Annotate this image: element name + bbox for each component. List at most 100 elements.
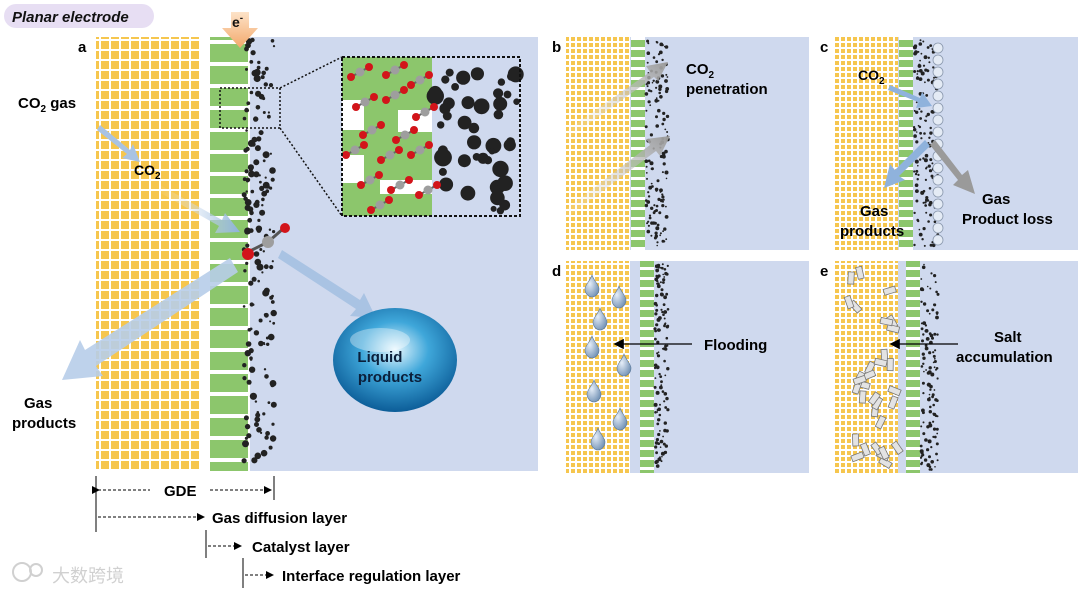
particle-dot [245, 146, 250, 152]
water-droplet-icon [612, 407, 628, 431]
particle-dot [249, 210, 254, 216]
particle-dot [662, 303, 666, 306]
particle-dot [929, 405, 932, 409]
particle-dot [645, 109, 648, 112]
flooding-label: Flooding [704, 337, 767, 354]
particle-dot [653, 366, 657, 370]
particle-dot [261, 190, 268, 197]
gas-bubble [932, 114, 944, 126]
liquid-products-arrow [278, 250, 376, 318]
particle-dot [930, 110, 934, 114]
panel-label-e: e [820, 263, 828, 280]
electron-arrow: e- [222, 12, 258, 48]
particle-dot [457, 115, 472, 130]
particle-dot [928, 136, 931, 139]
molecule-atom [367, 206, 375, 214]
particle-dot [918, 42, 923, 46]
particle-dot [266, 342, 270, 346]
c-co2-label: CO2 [858, 67, 885, 87]
particle-dot [503, 90, 512, 99]
particle-dot [659, 292, 664, 296]
particle-dot [933, 220, 937, 224]
particle-dot [920, 327, 924, 331]
particle-dot [247, 139, 255, 147]
particle-dot [924, 204, 927, 207]
particle-dot [245, 261, 249, 265]
particle-dot [655, 268, 660, 273]
particle-dot [654, 329, 657, 333]
particle-dot [647, 195, 651, 198]
gas-bubble [932, 42, 944, 54]
particle-dot [439, 103, 451, 115]
particle-dot [662, 278, 666, 282]
particle-dot [662, 111, 666, 115]
particle-dot [922, 432, 926, 436]
particle-dot [921, 381, 925, 385]
particle-dot [913, 51, 917, 56]
particle-dot [654, 98, 659, 103]
water-droplet-icon [586, 379, 602, 403]
molecule-atom [407, 81, 415, 89]
particle-dot [661, 154, 666, 159]
particle-dot [663, 317, 666, 320]
particle-dot [654, 187, 659, 192]
particle-dot [649, 133, 654, 137]
particle-dot [663, 227, 667, 231]
particle-dot [927, 397, 931, 402]
particle-dot [920, 461, 924, 464]
molecule-atom [387, 186, 395, 194]
particle-dot [920, 365, 924, 368]
particle-dot [928, 468, 931, 471]
particle-dot [929, 384, 933, 389]
particle-dot [264, 66, 269, 71]
particle-dot [264, 435, 269, 440]
particle-dot [268, 83, 274, 88]
legend-cl: Catalyst layer [252, 539, 350, 556]
particle-dot [922, 64, 926, 67]
particle-dot [664, 374, 667, 377]
particle-dot [250, 189, 255, 194]
panel-a: a e- CO2 gas CO2 Gas products [12, 12, 538, 471]
particle-dot [936, 333, 939, 336]
molecule-atom [355, 67, 365, 77]
particle-dot [666, 344, 669, 347]
particle-dot [650, 206, 654, 210]
particle-dot [659, 95, 663, 99]
particle-dot [513, 98, 520, 105]
particle-dot [258, 318, 263, 323]
particle-dot [263, 82, 268, 87]
particle-dot [923, 370, 925, 373]
particle-dot [662, 200, 664, 203]
particle-dot [254, 258, 262, 266]
panel-d: d Flooding [552, 261, 809, 473]
particle-dot [647, 89, 651, 92]
particle-dot [244, 230, 249, 235]
particle-dot [654, 231, 658, 235]
particle-dot [919, 117, 922, 120]
particle-dot [925, 211, 928, 214]
c-gas-products-arrow [884, 140, 930, 188]
molecule-atom [400, 130, 410, 140]
particle-dot [924, 346, 929, 351]
particle-dot [439, 177, 454, 192]
particle-dot [915, 101, 918, 104]
particle-dot [252, 50, 256, 53]
zoom-inset [341, 56, 524, 217]
molecule-atom [400, 86, 408, 94]
particle-dot [262, 159, 266, 163]
particle-dot [926, 46, 930, 49]
liquid-products-label: Liquid products [357, 349, 422, 386]
particle-dot [662, 435, 664, 438]
particle-dot [254, 422, 259, 427]
particle-dot [932, 420, 935, 423]
particle-dot [242, 305, 246, 308]
salt-crystal [852, 374, 867, 386]
molecule-atom [385, 196, 393, 204]
particle-dot [936, 292, 940, 296]
particle-dot [657, 457, 660, 461]
molecule-atom [412, 113, 420, 121]
particle-dot [244, 204, 251, 211]
particle-dot [271, 422, 275, 426]
particle-dot [267, 114, 271, 119]
particle-dot [921, 265, 926, 270]
